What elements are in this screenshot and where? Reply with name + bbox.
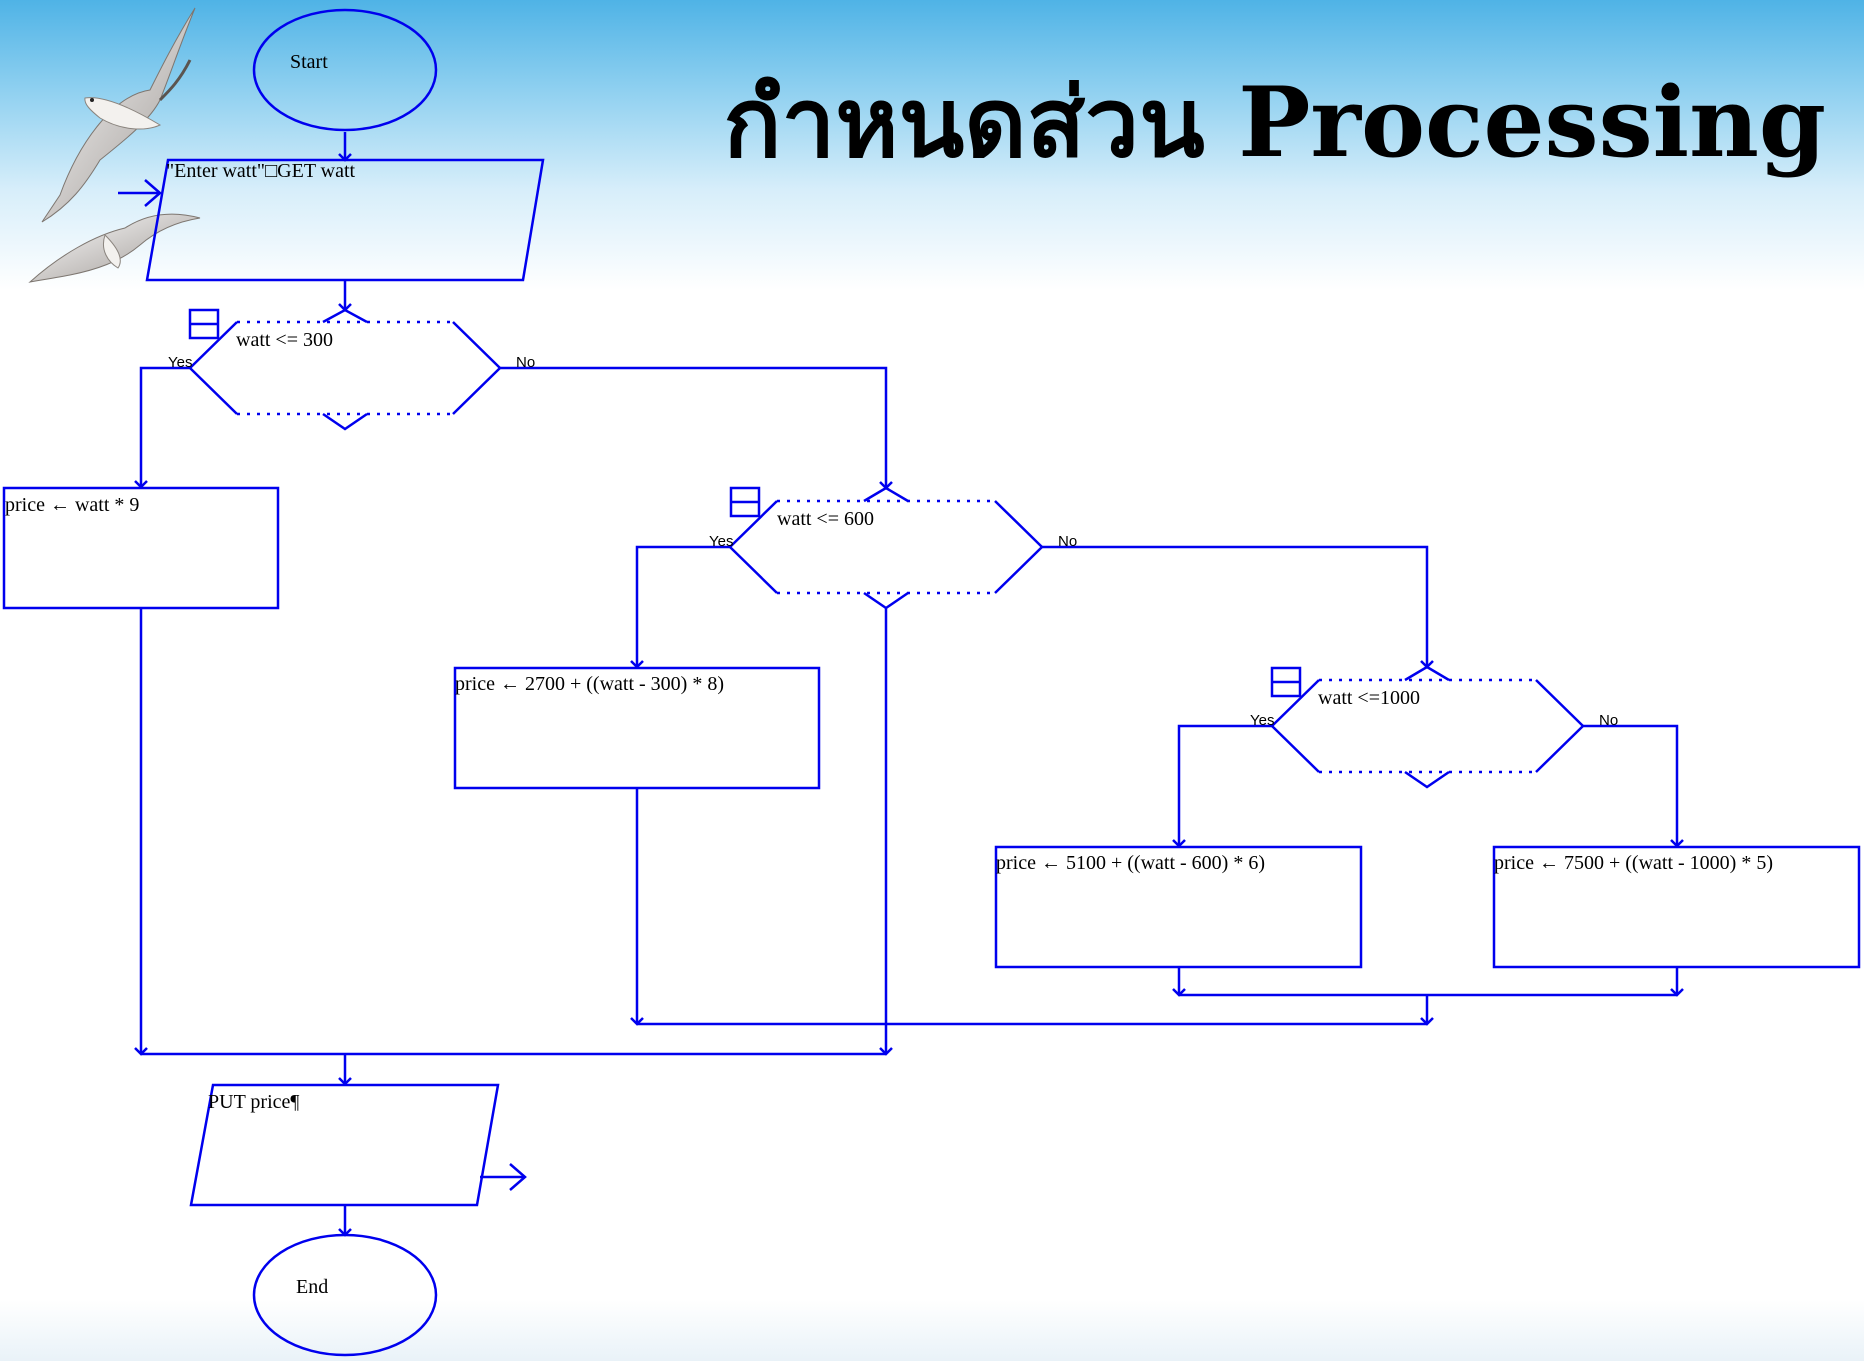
connector-lines — [135, 132, 1683, 1235]
decision2-condition: watt <= 600 — [777, 508, 874, 530]
process2-label: price ← 2700 + ((watt - 300) * 8) — [455, 673, 724, 695]
seagull-image — [42, 8, 195, 222]
decision3-yes-label: Yes — [1250, 712, 1274, 729]
start-terminal: Start — [254, 10, 436, 130]
decision1-yes-label: Yes — [168, 354, 192, 371]
output-label: PUT price¶ — [208, 1091, 299, 1113]
decision2-yes-label: Yes — [709, 533, 733, 550]
process-price-tier3: price ← 5100 + ((watt - 600) * 6) — [996, 847, 1361, 967]
end-label: End — [296, 1276, 328, 1298]
decision-watt-300: watt <= 300 Yes No — [168, 310, 535, 429]
decision3-no-label: No — [1599, 712, 1618, 729]
output-parallelogram: PUT price¶ — [191, 1085, 525, 1205]
decision1-no-label: No — [516, 354, 535, 371]
decision-watt-600: watt <= 600 Yes No — [709, 488, 1077, 608]
end-terminal: End — [254, 1235, 436, 1355]
start-label: Start — [290, 51, 328, 73]
process4-label: price ← 7500 + ((watt - 1000) * 5) — [1494, 852, 1773, 874]
seagull-image — [30, 214, 200, 282]
decision1-condition: watt <= 300 — [236, 329, 333, 351]
decision2-no-label: No — [1058, 533, 1077, 550]
process-price-tier2: price ← 2700 + ((watt - 300) * 8) — [455, 668, 819, 788]
decision3-condition: watt <=1000 — [1318, 687, 1420, 709]
process-price-tier4: price ← 7500 + ((watt - 1000) * 5) — [1494, 847, 1859, 967]
process3-label: price ← 5100 + ((watt - 600) * 6) — [996, 852, 1265, 874]
process-price-tier1: price ← watt * 9 — [4, 488, 278, 608]
decision-watt-1000: watt <=1000 Yes No — [1250, 667, 1618, 787]
slide-title: กำหนดส่วน Processing — [723, 70, 1826, 176]
input-label: "Enter watt"□GET watt — [166, 160, 356, 182]
process1-label: price ← watt * 9 — [5, 494, 139, 516]
